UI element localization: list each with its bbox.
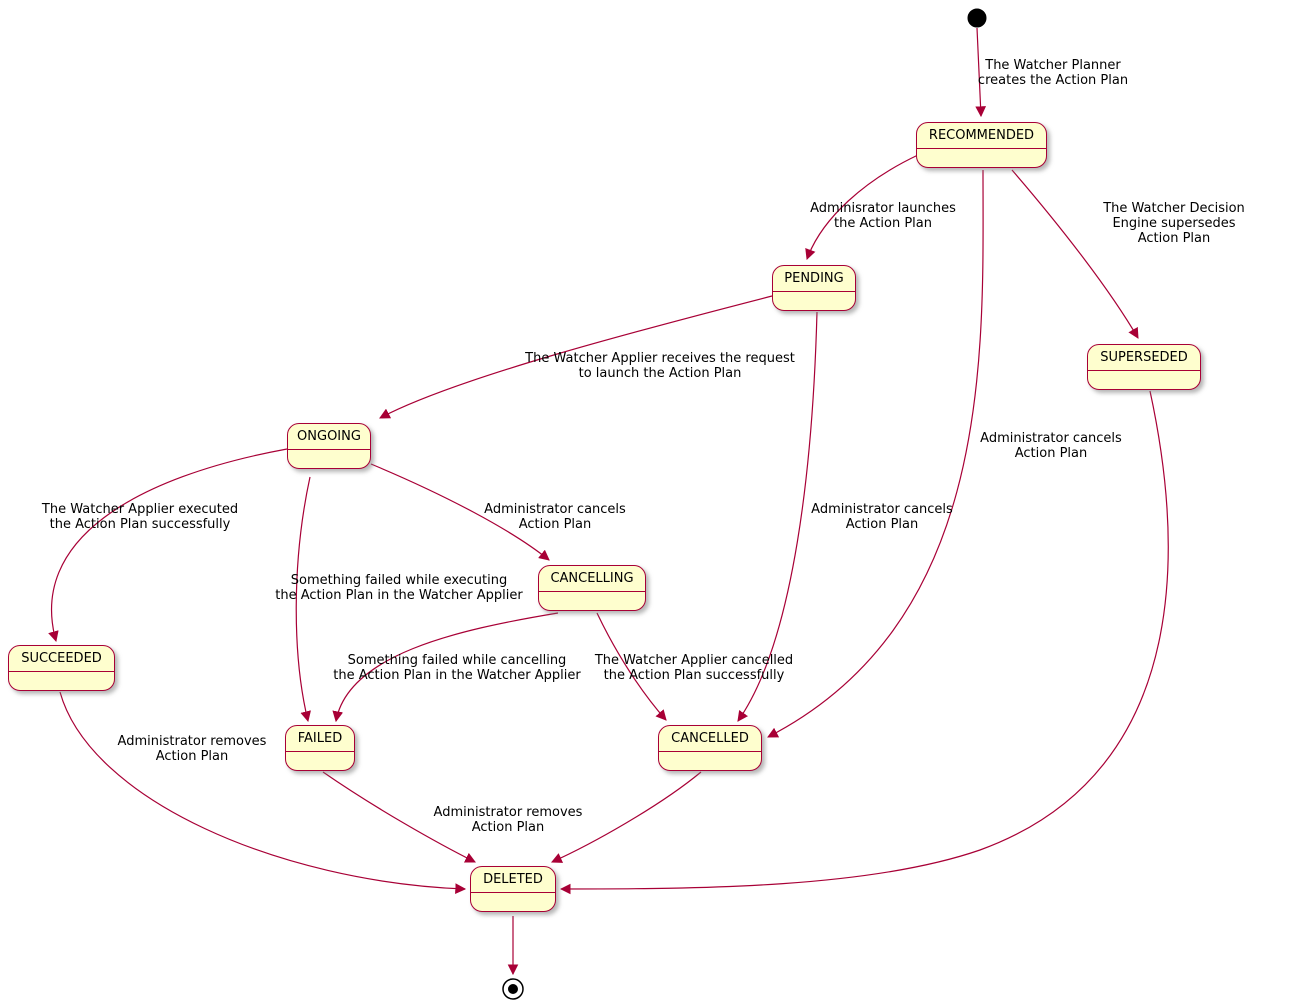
edge-pending-to-cancelled <box>737 311 818 722</box>
state-recommended-label: RECOMMENDED <box>917 123 1046 149</box>
transition-label-ongoing-to-succeeded: The Watcher Applier executed the Action … <box>41 502 239 532</box>
final-state-node <box>502 978 524 1000</box>
initial-state-node <box>967 8 987 28</box>
state-superseded-body <box>1088 371 1200 388</box>
state-superseded-label: SUPERSEDED <box>1088 345 1200 371</box>
state-deleted: DELETED <box>470 866 556 912</box>
edge-failed-to-deleted <box>322 771 476 863</box>
transition-label-recommended-to-pending: Adminisrator launches the Action Plan <box>810 201 956 231</box>
state-succeeded-label: SUCCEEDED <box>9 646 114 672</box>
state-pending-body <box>773 292 855 309</box>
transition-label-recommended-to-cancelled: Administrator cancels Action Plan <box>980 431 1122 461</box>
state-deleted-label: DELETED <box>471 867 555 893</box>
transition-label-cancelling-to-cancelled: The Watcher Applier cancelled the Action… <box>594 653 794 683</box>
transition-label-failed-to-deleted: Administrator removes Action Plan <box>433 805 583 835</box>
state-ongoing: ONGOING <box>287 423 371 469</box>
edge-ongoing-to-failed <box>295 476 311 723</box>
state-cancelled: CANCELLED <box>658 725 762 771</box>
state-succeeded: SUCCEEDED <box>8 645 115 691</box>
state-recommended: RECOMMENDED <box>916 122 1047 168</box>
state-failed-body <box>286 752 354 769</box>
state-recommended-body <box>917 149 1046 166</box>
state-ongoing-label: ONGOING <box>288 424 370 450</box>
state-superseded: SUPERSEDED <box>1087 344 1201 390</box>
transition-label-recommended-to-superseded: The Watcher Decision Engine supersedes A… <box>1103 201 1245 246</box>
transition-label-pending-to-cancelled: Administrator cancels Action Plan <box>811 502 953 532</box>
transition-label-cancelling-to-failed: Something failed while cancelling the Ac… <box>333 653 581 683</box>
transition-label-ongoing-to-failed: Something failed while executing the Act… <box>275 573 523 603</box>
state-failed-label: FAILED <box>286 726 354 752</box>
edge-start-to-recommended <box>975 27 987 118</box>
edge-pending-to-ongoing <box>379 295 773 419</box>
edge-cancelling-to-failed <box>332 612 559 723</box>
edge-succeeded-to-deleted <box>59 691 467 895</box>
state-pending: PENDING <box>772 265 856 311</box>
state-deleted-body <box>471 893 555 910</box>
edge-ongoing-to-succeeded <box>48 448 288 643</box>
state-cancelling-label: CANCELLING <box>539 566 645 592</box>
state-pending-label: PENDING <box>773 266 855 292</box>
edge-recommended-to-pending <box>805 154 919 261</box>
edge-cancelled-to-deleted <box>551 771 702 863</box>
state-cancelled-body <box>659 752 761 769</box>
state-succeeded-body <box>9 672 114 689</box>
state-cancelled-label: CANCELLED <box>659 726 761 752</box>
state-failed: FAILED <box>285 725 355 771</box>
edge-ongoing-to-cancelling <box>370 463 550 561</box>
transition-label-succeeded-to-deleted: Administrator removes Action Plan <box>117 734 267 764</box>
state-cancelling: CANCELLING <box>538 565 646 611</box>
transition-label-pending-to-ongoing: The Watcher Applier receives the request… <box>525 351 795 381</box>
edge-recommended-to-superseded <box>1011 169 1139 339</box>
edge-cancelling-to-cancelled <box>596 612 667 721</box>
edge-superseded-to-deleted <box>559 390 1169 895</box>
edge-recommended-to-cancelled <box>767 169 984 738</box>
transition-label-start-to-recommended: The Watcher Planner creates the Action P… <box>977 58 1129 88</box>
state-cancelling-body <box>539 592 645 609</box>
transition-label-ongoing-to-cancelling: Administrator cancels Action Plan <box>484 502 626 532</box>
state-ongoing-body <box>288 450 370 467</box>
